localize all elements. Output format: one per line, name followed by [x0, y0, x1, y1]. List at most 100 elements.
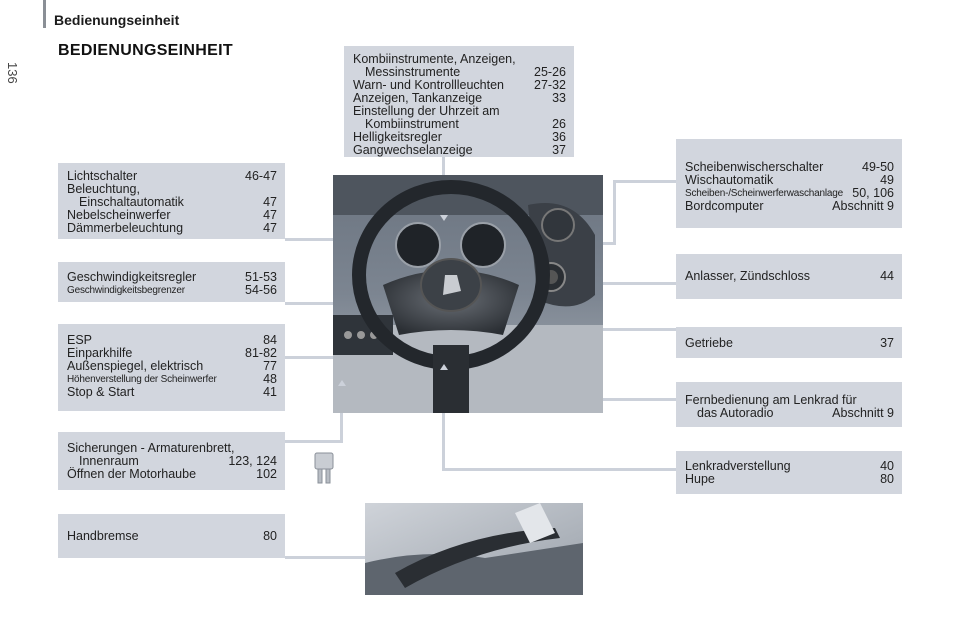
entry-page-ref: 80	[880, 472, 894, 486]
entry-label: Einparkhilfe	[67, 346, 133, 360]
index-entry: Höhenverstellung der Scheinwerfer 48	[67, 373, 277, 386]
index-entry: Geschwindigkeitsregler 51-53	[67, 271, 277, 284]
entry-label: Geschwindigkeitsbegrenzer	[67, 285, 185, 296]
connector-line	[285, 440, 343, 443]
entry-label: Warn- und Kontrollleuchten	[353, 78, 505, 92]
connector-line	[340, 386, 343, 443]
entry-label: ESP	[67, 333, 93, 347]
entry-page-ref: Abschnitt 9	[832, 406, 894, 420]
entry-label: Geschwindigkeitsregler	[67, 270, 197, 284]
entry-label: Anlasser, Zündschloss	[685, 269, 811, 283]
entry-page-ref: 44	[880, 269, 894, 283]
entry-label: Nebelscheinwerfer	[67, 208, 171, 222]
entry-page-ref: 27-32	[534, 78, 566, 92]
arrow-down-icon	[440, 215, 448, 221]
box-handbrake: Handbremse 80	[58, 514, 285, 558]
index-entry: Anlasser, Zündschloss 44	[685, 270, 894, 283]
box-fuses: Sicherungen - Armaturenbrett,Innenraum 12…	[58, 432, 285, 490]
entry-page-ref: 49	[880, 173, 894, 187]
page-title: BEDIENUNGSEINHEIT	[58, 42, 233, 59]
entry-label: Innenraum	[79, 454, 139, 468]
index-entry: ESP 84	[67, 334, 277, 347]
entry-label: Lichtschalter	[67, 169, 138, 183]
entry-page-ref: 48	[263, 372, 277, 386]
entry-label: Getriebe	[685, 336, 733, 350]
handbrake-photo	[365, 503, 583, 595]
connector-line	[540, 282, 677, 285]
index-entry: Dämmerbeleuchtung 47	[67, 222, 277, 235]
entry-page-ref: 102	[256, 467, 277, 481]
entry-page-ref: 77	[263, 359, 277, 373]
index-entry: Nebelscheinwerfer 47	[67, 209, 277, 222]
entry-page-ref: 80	[263, 529, 277, 543]
entry-page-ref: 50, 106	[852, 186, 894, 200]
entry-page-ref: 84	[263, 333, 277, 347]
index-entry: Handbremse 80	[67, 530, 277, 543]
connector-line	[613, 180, 677, 183]
arrow-up-icon	[338, 380, 346, 386]
entry-label: Beleuchtung,	[67, 182, 140, 196]
entry-page-ref: 47	[263, 221, 277, 235]
entry-page-ref: Abschnitt 9	[832, 199, 894, 213]
page-number: 136	[5, 62, 20, 84]
index-entry: Scheibenwischerschalter 49-50	[685, 161, 894, 174]
index-entry: Warn- und Kontrollleuchten 27-32	[353, 79, 566, 92]
connector-line	[442, 370, 445, 470]
entry-page-ref: 40	[880, 459, 894, 473]
entry-label: Anzeigen, Tankanzeige	[353, 91, 483, 105]
index-entry: Bordcomputer Abschnitt 9	[685, 200, 894, 213]
entry-label: Helligkeitsregler	[353, 130, 442, 144]
connector-line	[285, 556, 365, 559]
index-entry: Sicherungen - Armaturenbrett,	[67, 442, 277, 455]
entry-page-ref: 25-26	[534, 65, 566, 79]
entry-page-ref: 49-50	[862, 160, 894, 174]
entry-label: Scheibenwischerschalter	[685, 160, 824, 174]
section-header: Bedienungseinheit	[54, 12, 180, 28]
index-entry: Fernbedienung am Lenkrad für	[685, 394, 894, 407]
entry-label: Fernbedienung am Lenkrad für	[685, 393, 857, 407]
index-entry: Wischautomatik 49	[685, 174, 894, 187]
entry-label: Bordcomputer	[685, 199, 764, 213]
entry-page-ref: 37	[552, 143, 566, 157]
entry-page-ref: 47	[263, 208, 277, 222]
entry-label: Sicherungen - Armaturenbrett,	[67, 441, 235, 455]
index-entry: Einparkhilfe 81-82	[67, 347, 277, 360]
entry-label: Einstellung der Uhrzeit am	[353, 104, 500, 118]
box-ignition: Anlasser, Zündschloss 44	[676, 254, 902, 299]
entry-page-ref: 51-53	[245, 270, 277, 284]
connector-line	[560, 398, 677, 401]
entry-label: Stop & Start	[67, 385, 135, 399]
entry-page-ref: 41	[263, 385, 277, 399]
entry-label: Handbremse	[67, 529, 139, 543]
fuse-icon	[313, 451, 335, 485]
index-entry: Kombiinstrumente, Anzeigen,	[353, 53, 566, 66]
entry-page-ref: 81-82	[245, 346, 277, 360]
entry-label: Wischautomatik	[685, 173, 774, 187]
entry-label: Kombiinstrumente, Anzeigen,	[353, 52, 516, 66]
index-entry: Lenkradverstellung 40	[685, 460, 894, 473]
entry-label: Höhenverstellung der Scheinwerfer	[67, 374, 217, 385]
entry-label: Dämmerbeleuchtung	[67, 221, 184, 235]
entry-label: Lenkradverstellung	[685, 459, 791, 473]
connector-line	[442, 468, 677, 471]
connector-line	[285, 356, 340, 359]
entry-page-ref: 26	[552, 117, 566, 131]
entry-page-ref: 123, 124	[228, 454, 277, 468]
box-instruments: Kombiinstrumente, Anzeigen,Messinstrumen…	[344, 46, 574, 157]
index-entry: Messinstrumente 25-26	[353, 66, 566, 79]
entry-label: Messinstrumente	[365, 65, 461, 79]
arrow-up-icon	[440, 364, 448, 370]
